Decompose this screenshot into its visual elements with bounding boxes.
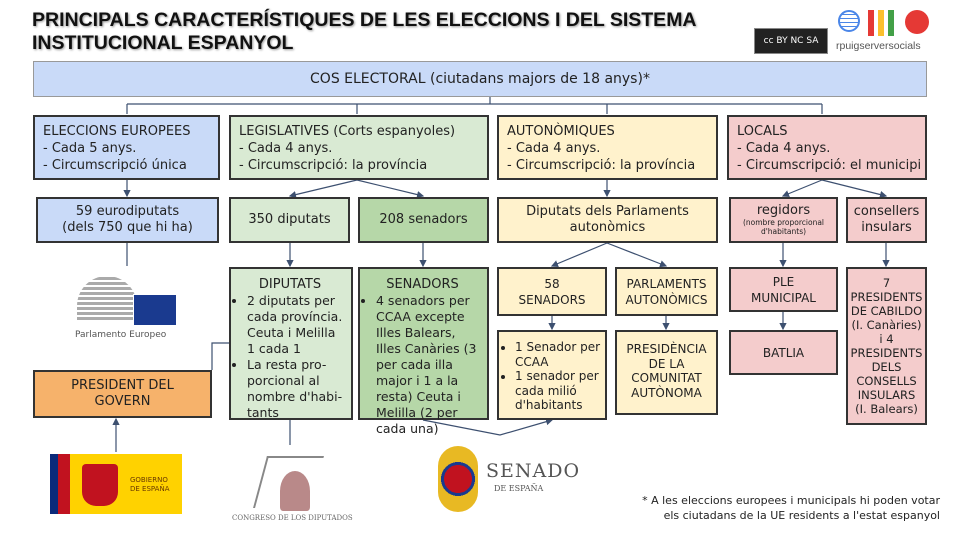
title-line: INSTITUCIONAL ESPANYOL [32,32,294,54]
title-line: PRINCIPALS CARACTERÍSTIQUES DE LES ELECC… [32,9,697,31]
box-item: - Circumscripció: la província [507,158,696,173]
box-title: ELECCIONS EUROPEES [43,124,191,139]
ple-municipal-box: PLE MUNICIPAL [729,267,838,312]
senadors58-detail-box: 1 Senador per CCAA 1 senador per cada mi… [497,330,607,420]
box-note: (nombre proporcional d'habitants) [742,218,825,236]
box-item: - Circumscripció: el municipi [737,158,922,173]
batlia-box: BATLIA [729,330,838,375]
box-title: AUTONÒMIQUES [507,124,615,139]
list-item: 2 diputats per cada província. Ceuta i M… [247,293,347,357]
european-parliament-logo: Parlamento Europeo [75,272,180,344]
list-item: La resta pro-porcional al nombre d'habi-… [247,357,347,421]
page-title: PRINCIPALS CARACTERÍSTIQUES DE LES ELECC… [32,9,697,55]
local-elections-box: LOCALS - Cada 4 anys. - Circumscripció: … [727,115,927,180]
diputats-detail-box: DIPUTATS 2 diputats per cada província. … [229,267,353,420]
eu-flag-icon [133,294,177,326]
list-item: 4 senadors per CCAA excepte Illes Balear… [376,293,483,437]
box-item: - Circumscripció única [43,158,187,173]
list-item: 1 Senador per CCAA [515,340,603,369]
box-title: SENADORS [386,277,459,292]
box-item: - Cada 4 anys. [737,141,831,156]
bullet-list: 1 Senador per CCAA 1 senador per cada mi… [501,340,603,413]
diputats-count-box: 350 diputats [229,197,350,243]
senadors-count-box: 208 senadors [358,197,489,243]
spain-flag-stripe [50,454,70,514]
electorate-box: COS ELECTORAL (ciutadans majors de 18 an… [33,61,927,97]
footnote-line: * A les eleccions europees i municipals … [642,494,940,507]
senado-crest-icon [438,446,478,512]
books-icon [868,10,898,36]
box-title: LEGISLATIVES (Corts espanyoles) [239,124,456,139]
footnote-line: els ciutadans de la UE residents a l'est… [663,509,940,522]
bullet-list: 4 senadors per CCAA excepte Illes Balear… [362,293,483,437]
president-govern-box: PRESIDENT DEL GOVERN [33,370,212,418]
senadors-detail-box: SENADORS 4 senadors per CCAA excepte Ill… [358,267,489,436]
senadors58-box: 58 SENADORS [497,267,607,316]
gobierno-logo: GOBIERNO DE ESPAÑA [50,454,182,514]
box-item: - Cada 4 anys. [239,141,333,156]
regidors-box: regidors (nombre proporcional d'habitant… [729,197,838,243]
consellers-box: consellers insulars [846,197,927,243]
cc-license-logo: cc BY NC SA [754,28,828,54]
box-item: - Cada 4 anys. [507,141,601,156]
logo-text: Parlamento Europeo [75,330,167,340]
palette-icon [905,10,929,34]
parlaments-deputies-box: Diputats dels Parlaments autonòmics [497,197,718,243]
globe-icon [838,10,860,32]
bullet-list: 2 diputats per cada província. Ceuta i M… [233,293,347,421]
congreso-logo: CONGRESO DE LOS DIPUTADOS [230,446,355,526]
logo-text: GOBIERNO DE ESPAÑA [130,476,170,493]
senado-logo: SENADO DE ESPAÑA [438,440,579,522]
european-elections-box: ELECCIONS EUROPEES - Cada 5 anys. - Circ… [33,115,220,180]
box-text: (dels 750 que hi ha) [62,220,193,235]
box-item: - Circumscripció: la província [239,158,428,173]
parlaments-autonomics-box: PARLAMENTS AUTONÒMICS [615,267,718,316]
presidents-insulars-box: 7 PRESIDENTS DE CABILDO (I. Canàries) i … [846,267,927,425]
legislative-elections-box: LEGISLATIVES (Corts espanyoles) - Cada 4… [229,115,489,180]
box-title: DIPUTATS [258,277,322,292]
eurodiputats-box: 59 eurodiputats (dels 750 que hi ha) [36,197,219,243]
box-text: regidors [756,203,811,218]
hemicycle-icon [77,276,137,320]
box-title: LOCALS [737,124,788,139]
logo-text: DE ESPAÑA [494,484,544,493]
coat-of-arms-icon [82,464,118,506]
logo-text: SENADO [486,460,581,482]
list-item: 1 senador per cada milió d'habitants [515,369,603,413]
footnote: * A les eleccions europees i municipals … [642,493,940,523]
lion-icon [280,471,310,511]
autonomic-elections-box: AUTONÒMIQUES - Cada 4 anys. - Circumscri… [497,115,718,180]
presidencia-box: PRESIDÈNCIA DE LA COMUNITAT AUTÒNOMA [615,330,718,415]
brand-label: rpuigserversocials [836,40,921,52]
box-text: 59 eurodiputats [75,204,180,219]
logo-text: CONGRESO DE LOS DIPUTADOS [232,514,353,522]
box-item: - Cada 5 anys. [43,141,137,156]
